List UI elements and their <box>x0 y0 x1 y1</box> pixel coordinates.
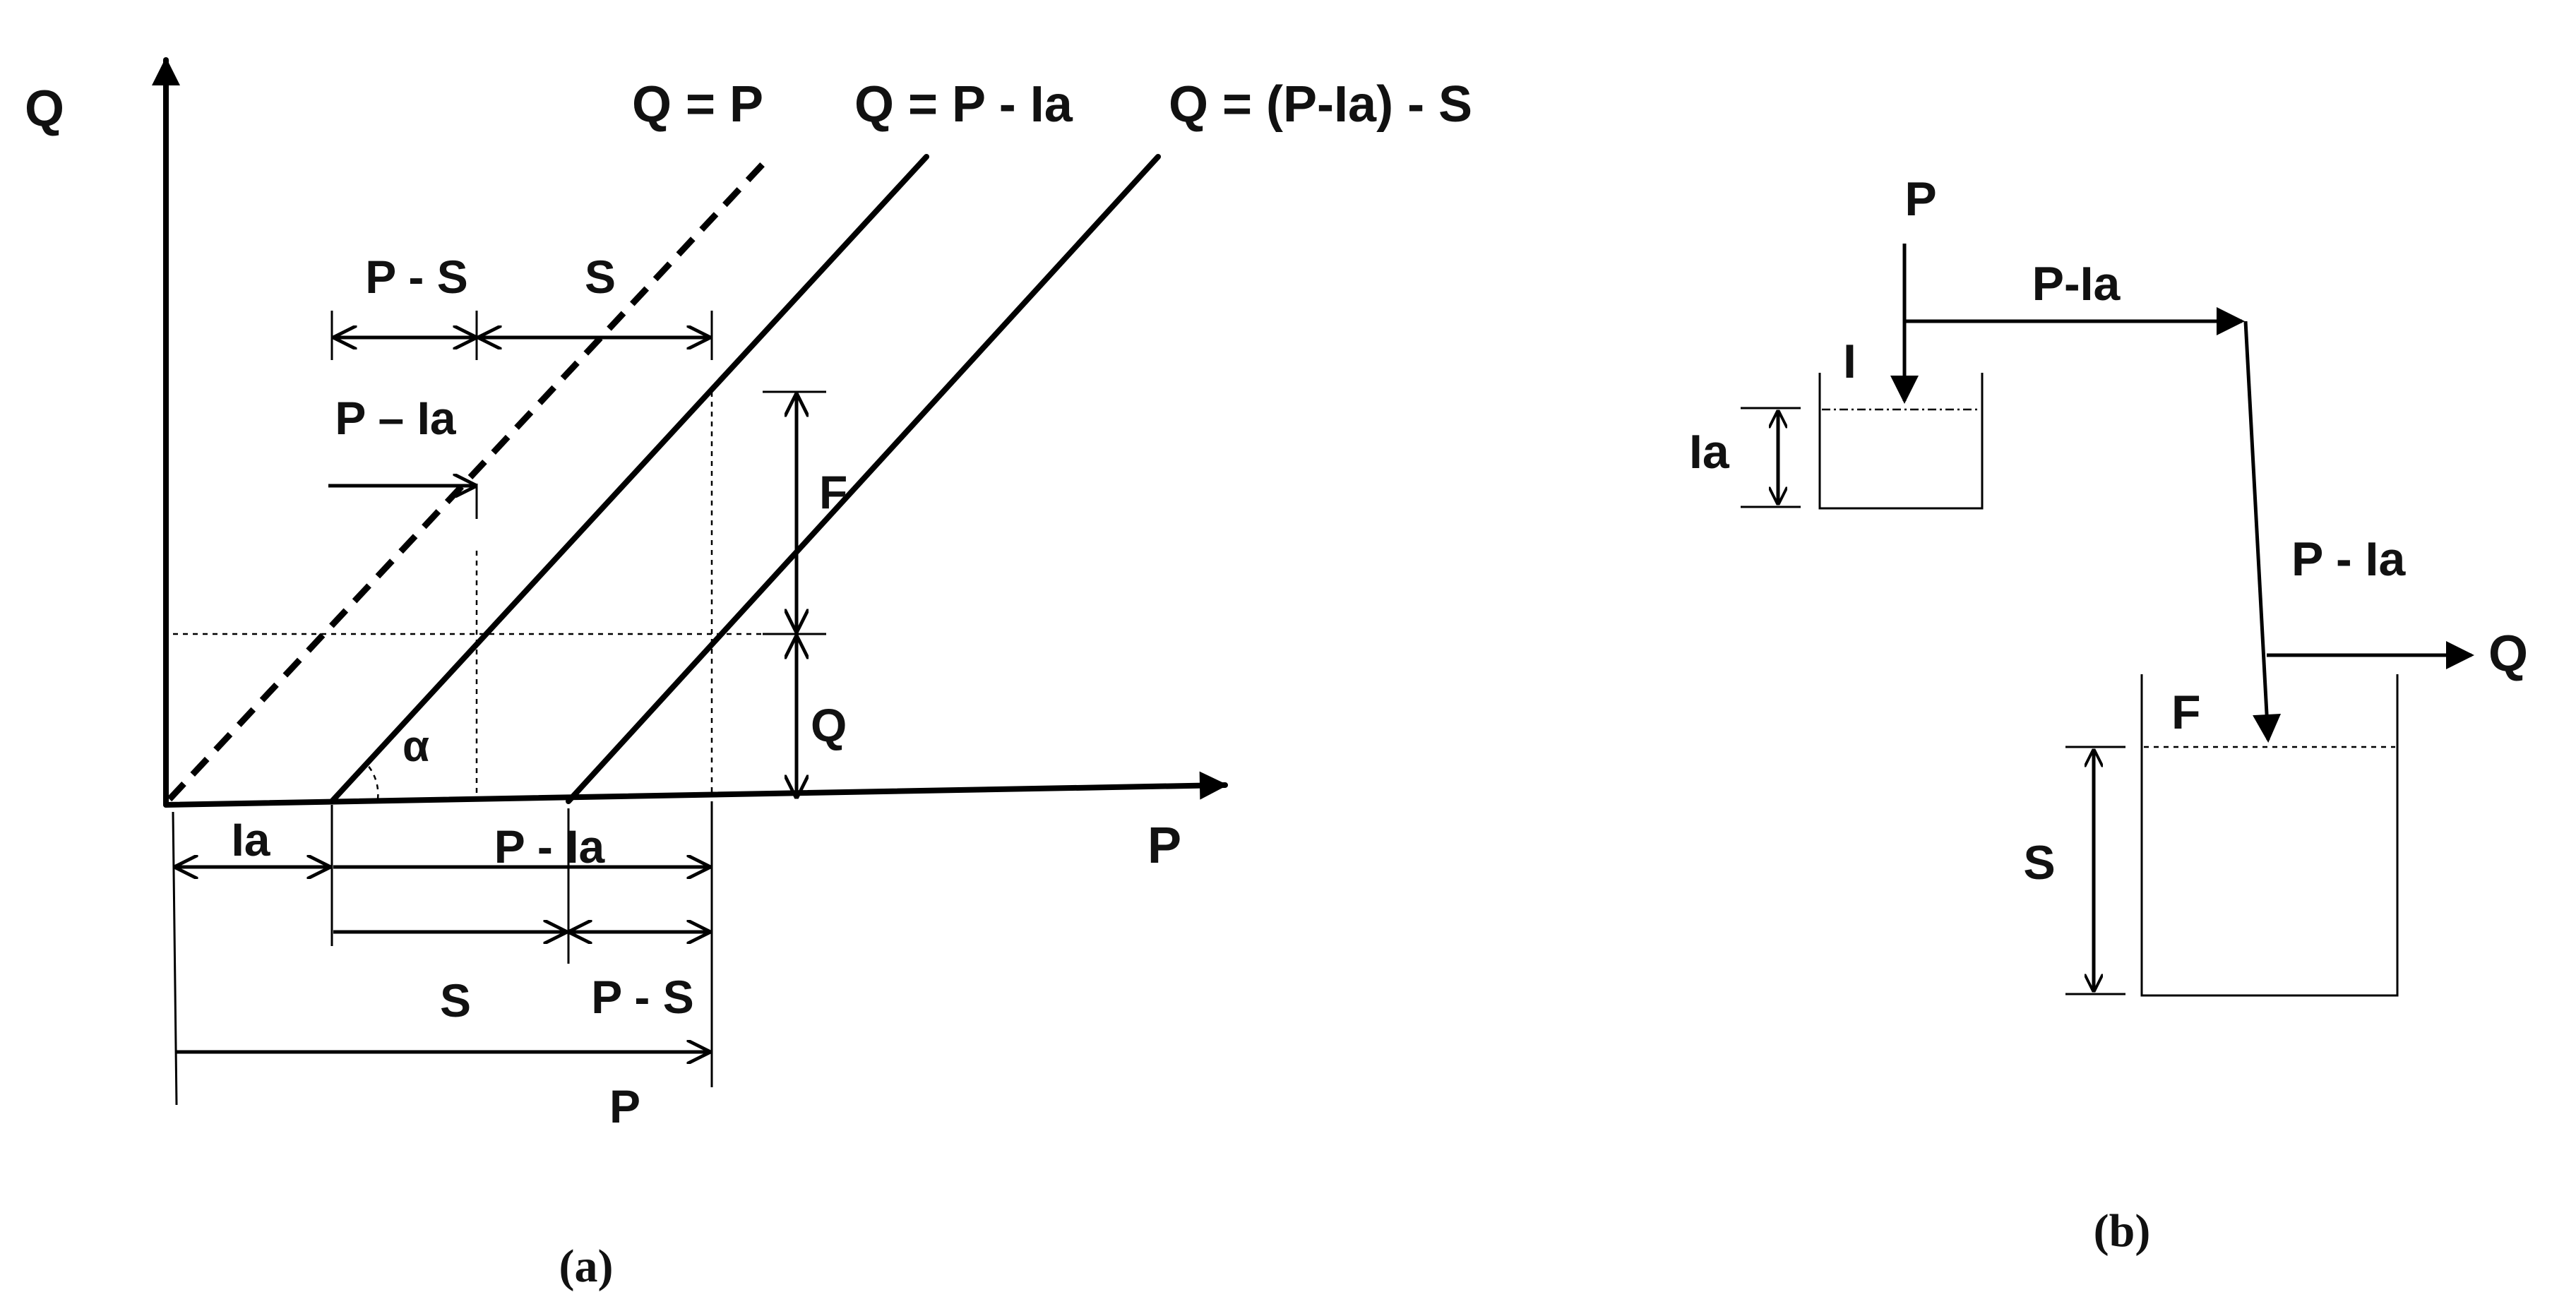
label-f: F <box>819 466 847 518</box>
label-p-input: P <box>1904 172 1936 226</box>
label-ia: Ia <box>231 813 270 866</box>
label-q-dim: Q <box>811 699 847 751</box>
line-q-eq-pia-minus-s <box>566 154 1161 804</box>
bucket-ia <box>1818 373 1984 510</box>
label-alpha: α <box>402 722 429 771</box>
axis-y-label: Q <box>25 80 64 137</box>
label-i: I <box>1843 335 1856 388</box>
label-s-top: S <box>585 251 616 303</box>
line-q-eq-p-minus-ia <box>329 154 929 804</box>
label-f-b: F <box>2171 686 2201 739</box>
label-p-minus-s-top: P - S <box>365 251 468 303</box>
label-q-output: Q <box>2488 626 2528 682</box>
tick-origin <box>172 811 178 1106</box>
x-axis <box>163 771 1228 808</box>
label-p-dash-ia: P – Ia <box>335 392 457 444</box>
label-line-q-eq-pia-minus-s: Q = (P-Ia) - S <box>1169 76 1472 133</box>
label-ia-b: Ia <box>1689 425 1730 479</box>
label-line-q-eq-p: Q = P <box>632 76 763 133</box>
arrow-p-minus-ia <box>2243 321 2282 743</box>
caption-b: (b) <box>2094 1205 2151 1257</box>
angle-arc <box>366 764 379 800</box>
caption-a: (a) <box>559 1240 614 1292</box>
panel-a: P - S S P – Ia F Q α Ia P - Ia S P - S P… <box>25 57 1472 1292</box>
bucket-s <box>2140 674 2399 997</box>
axis-x-label: P <box>1147 818 1181 874</box>
label-s-b: S <box>2023 836 2055 890</box>
line-q-eq-p <box>167 154 773 802</box>
label-flow-p-minus-ia: P - Ia <box>2291 532 2406 586</box>
label-flow-p-ia: P-Ia <box>2032 257 2121 311</box>
label-p-dim: P <box>609 1080 640 1132</box>
label-p-minus-s-bottom: P - S <box>591 971 694 1023</box>
label-p-minus-ia: P - Ia <box>494 820 606 873</box>
label-s-bottom: S <box>440 974 471 1027</box>
panel-b: P P-Ia I Ia P - Ia Q F S (b) <box>1689 172 2528 1257</box>
label-line-q-eq-p-minus-ia: Q = P - Ia <box>854 76 1073 133</box>
